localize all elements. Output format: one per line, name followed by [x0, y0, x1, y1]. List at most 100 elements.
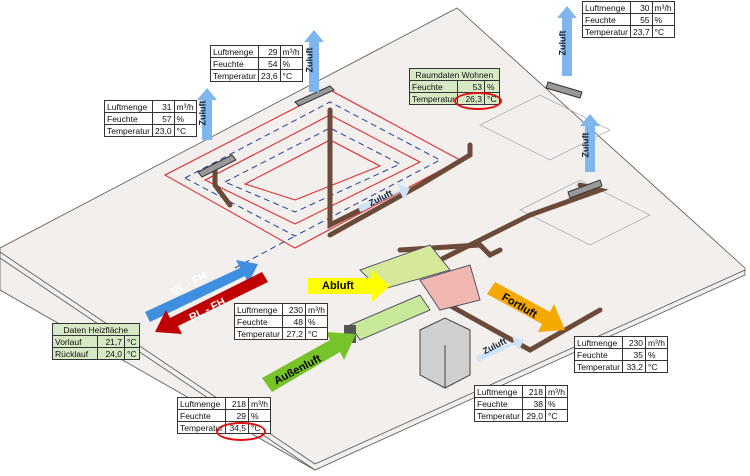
- slab-edge: [0, 251, 746, 465]
- unit: °C: [279, 69, 303, 82]
- label: Feuchte: [104, 112, 153, 125]
- value: 230: [282, 303, 306, 316]
- label: Feuchte: [234, 315, 283, 328]
- duct-network: [212, 107, 609, 353]
- unit: m³/h: [279, 45, 303, 58]
- label: Temperatur: [582, 25, 631, 38]
- aussenluft-arrow: [262, 332, 356, 392]
- label: Luftmenge: [474, 385, 523, 398]
- unit: %: [305, 315, 328, 328]
- zuluft-arrow-4: [580, 114, 600, 172]
- unit: %: [173, 112, 197, 125]
- highlight-ring: [454, 92, 502, 110]
- label: Vorlauf: [52, 335, 98, 348]
- label: Temperatur: [104, 124, 153, 137]
- abluft-arrow: [308, 270, 390, 302]
- floor-slab: [0, 7, 746, 471]
- rl-fh-arrow: [155, 272, 268, 334]
- value: 30: [630, 1, 653, 14]
- title: Raumdaten Wohnen: [409, 68, 500, 81]
- label: Feuchte: [574, 348, 623, 361]
- unit: %: [279, 57, 303, 70]
- unit: m³/h: [173, 100, 197, 113]
- vl-fh-arrow: [145, 260, 258, 322]
- label: Luftmenge: [104, 100, 153, 113]
- value: 27,2: [282, 327, 306, 340]
- unit: m³/h: [645, 336, 668, 349]
- unit: %: [651, 13, 675, 26]
- unit: m³/h: [651, 1, 675, 14]
- label: Temperatur: [234, 327, 283, 340]
- label: Temperatur: [474, 409, 523, 422]
- label: Luftmenge: [234, 303, 283, 316]
- value: 29: [225, 409, 249, 422]
- value: 29,0: [522, 409, 546, 422]
- label: Luftmenge: [574, 336, 623, 349]
- zuluft-duct-arrow-1: [358, 184, 410, 212]
- zuluft-label-4: Zuluft: [580, 132, 591, 158]
- label: Feuchte: [177, 409, 226, 422]
- value: 29: [258, 45, 281, 58]
- value: 55: [630, 13, 653, 26]
- value: 33,2: [622, 360, 646, 373]
- zuluft-label-2: Zuluft: [304, 47, 315, 73]
- value: 35: [622, 348, 646, 361]
- zuluft-arrow-1: [197, 88, 217, 140]
- label: Temperatur: [210, 69, 259, 82]
- unit: %: [484, 80, 500, 93]
- unit: °C: [305, 327, 328, 340]
- label: Feuchte: [409, 80, 458, 93]
- value: 21,7: [97, 335, 125, 348]
- unit: m³/h: [545, 385, 568, 398]
- value: 23,0: [152, 124, 175, 137]
- label: Temperatur: [574, 360, 623, 373]
- value: 53: [457, 80, 485, 93]
- title: Daten Heizfläche: [52, 323, 140, 336]
- room-outlines: [479, 94, 651, 246]
- unit: %: [645, 348, 668, 361]
- unit: m³/h: [248, 397, 271, 410]
- label: Feuchte: [474, 397, 523, 410]
- diffusers: [197, 81, 603, 199]
- value: 38: [522, 397, 546, 410]
- value: 218: [522, 385, 546, 398]
- label: Temperatur: [409, 92, 458, 105]
- zuluft-arrow-3: [557, 6, 577, 76]
- value: 23,7: [630, 25, 653, 38]
- unit: °C: [173, 124, 197, 137]
- unit: °C: [645, 360, 668, 373]
- value: 218: [225, 397, 249, 410]
- zuluft-label-3: Zuluft: [557, 30, 568, 56]
- zuluft-arrow-2: [304, 30, 324, 92]
- value: 24,0: [97, 347, 125, 360]
- value: 31: [152, 100, 175, 113]
- unit: °C: [651, 25, 675, 38]
- unit: °C: [124, 335, 140, 348]
- zuluft-duct-arrow-2: [476, 336, 524, 362]
- label: Rücklauf: [52, 347, 98, 360]
- label: Luftmenge: [582, 1, 631, 14]
- value: 23,6: [258, 69, 281, 82]
- fortluft-arrow: [487, 282, 565, 332]
- unit: °C: [545, 409, 568, 422]
- value: 54: [258, 57, 281, 70]
- value: 48: [282, 315, 306, 328]
- unit: °C: [124, 347, 140, 360]
- zuluft-label-1: Zuluft: [197, 100, 208, 126]
- unit: %: [545, 397, 568, 410]
- highlight-ring: [216, 422, 266, 441]
- abluft-label: Abluft: [322, 280, 354, 292]
- label: Feuchte: [582, 13, 631, 26]
- label: Luftmenge: [210, 45, 259, 58]
- unit: m³/h: [305, 303, 328, 316]
- value: 57: [152, 112, 175, 125]
- unit: %: [248, 409, 271, 422]
